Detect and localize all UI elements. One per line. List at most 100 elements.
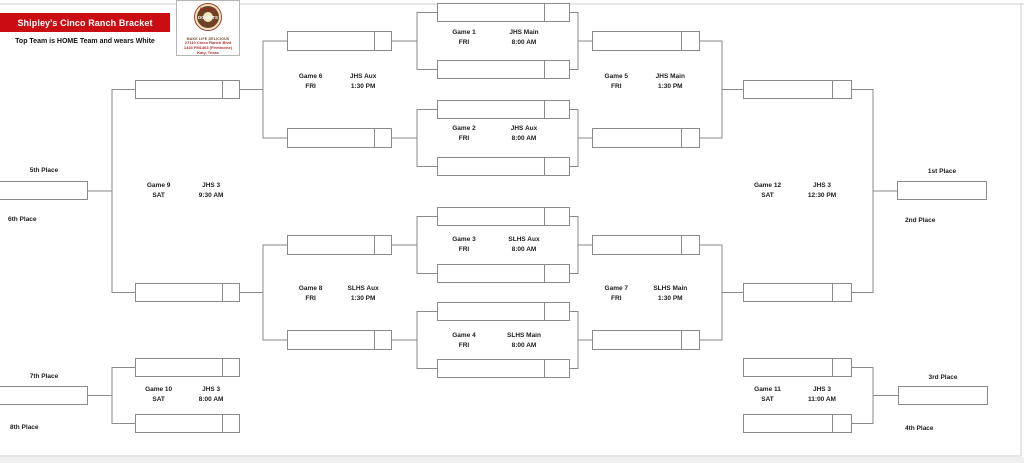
first-place-box [897,181,987,200]
game-name-label: Game 12 [753,182,782,189]
score-cell [544,4,569,21]
game-2-bottom-slot [437,157,570,176]
bracket-title-banner: Shipley's Cinco Ranch Bracket [0,13,170,32]
score-cell [832,415,851,432]
game-name-label: Game 11 [754,386,781,393]
game-time-label: 1:30 PM [658,295,683,302]
score-cell [681,32,699,50]
game-venue-label: JHS Aux [510,125,538,132]
game-12-top-slot [743,80,852,99]
score-cell [222,415,239,432]
game-name-label: Game 1 [452,29,476,36]
sixth-place-label: 6th Place [8,216,37,223]
svg-text:Shipley's: Shipley's [199,7,216,12]
game-time-label: 1:30 PM [350,295,376,302]
score-cell [832,284,851,301]
eighth-place-label: 8th Place [10,424,39,431]
game-6-bottom-slot [287,128,392,148]
game-3-bottom-slot [437,264,570,283]
game-10-label: Game 10 JHS 3 SAT 8:00 AM [135,386,240,404]
page-title: Shipley's Cinco Ranch Bracket [17,17,153,28]
game-time-label: 8:00 AM [511,246,537,253]
game-venue-label: SLHS Aux [347,285,379,292]
game-1-bottom-slot [437,60,570,79]
score-cell [544,101,569,118]
game-time-label: 1:30 PM [350,83,376,90]
seventh-place-box [0,386,88,405]
fifth-place-box [0,181,88,200]
game-name-label: Game 7 [604,285,629,292]
game-day-label: SAT [761,396,774,403]
second-place-label: 2nd Place [905,217,936,224]
game-time-label: 8:00 AM [511,135,537,142]
game-7-label: Game 7 SLHS Main FRI 1:30 PM [592,285,700,303]
game-venue-label: SLHS Main [507,332,541,339]
game-1-top-slot [437,3,570,22]
game-time-label: 8:00 AM [198,396,224,403]
game-1-label: Game 1 JHS Main FRI 8:00 AM [437,29,557,47]
game-6-top-slot [287,31,392,51]
game-name-label: Game 9 [146,182,171,189]
game-day-label: SAT [152,396,165,403]
logo-address-line2: 1433 FM1463 (Firethorne) [183,44,233,50]
game-name-label: Game 4 [452,332,476,339]
game-name-label: Game 10 [145,386,173,393]
score-cell [374,331,391,349]
game-name-label: Game 6 [298,73,323,80]
seventh-place-label: 7th Place [29,373,59,380]
score-cell [544,61,569,78]
game-venue-label: JHS 3 [202,182,221,189]
game-time-label: 9:30 AM [198,192,224,199]
game-4-bottom-slot [437,359,570,378]
fifth-place-label: 5th Place [29,167,59,174]
game-venue-label: SLHS Main [653,285,688,292]
third-place-box [898,386,988,405]
game-venue-label: JHS Main [509,29,539,36]
page-bottom-margin [0,457,1024,463]
shipleys-logo: Shipley's DO-NUTS MAKE LIFE DELICIOUS 27… [176,0,240,56]
game-day-label: FRI [305,83,316,90]
game-name-label: Game 3 [452,236,476,243]
game-venue-label: JHS Main [655,73,685,80]
game-9-top-slot [135,80,240,99]
score-cell [681,331,699,349]
game-10-top-slot [135,358,240,377]
logo-address-line3: Katy, Texas [197,49,219,55]
game-time-label: 11:00 AM [808,396,836,403]
score-cell [681,236,699,254]
score-cell [544,158,569,175]
score-cell [222,284,239,301]
game-7-bottom-slot [592,330,700,350]
game-day-label: FRI [611,295,622,302]
score-cell [832,81,851,98]
game-venue-label: JHS 3 [202,386,221,393]
game-day-label: FRI [458,39,470,46]
game-day-label: FRI [305,295,316,302]
game-5-bottom-slot [592,128,700,148]
game-12-bottom-slot [743,283,852,302]
score-cell [544,208,569,225]
svg-text:DO-NUTS: DO-NUTS [198,15,218,20]
game-8-top-slot [287,235,392,255]
game-venue-label: JHS 3 [812,386,832,393]
donut-logo-icon: Shipley's DO-NUTS [194,3,222,31]
logo-tagline: MAKE LIFE DELICIOUS [186,37,230,41]
game-12-label: Game 12 JHS 3 SAT 12:30 PM [743,182,852,200]
game-name-label: Game 8 [298,285,323,292]
game-venue-label: JHS Aux [349,73,377,80]
game-name-label: Game 5 [604,73,629,80]
game-time-label: 12:30 PM [807,192,837,199]
game-5-top-slot [592,31,700,51]
game-day-label: SAT [761,192,774,199]
game-10-bottom-slot [135,414,240,433]
game-time-label: 8:00 AM [511,39,537,46]
score-cell [374,236,391,254]
score-cell [222,81,239,98]
game-day-label: FRI [458,246,470,253]
game-venue-label: JHS 3 [812,182,832,189]
